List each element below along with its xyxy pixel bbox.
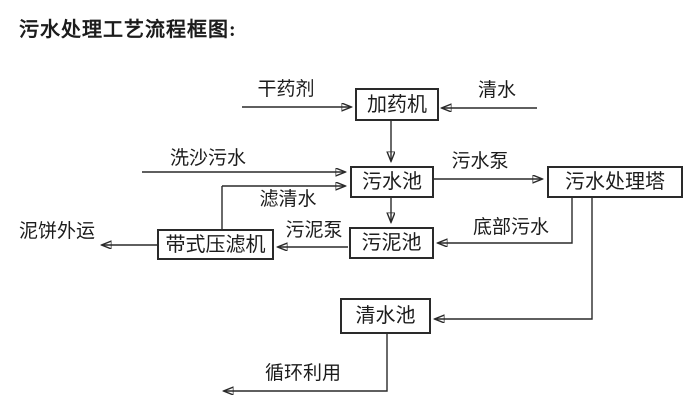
edge-label-mud-cake-out: 泥饼外运 — [18, 221, 96, 242]
edge-label-dry-agent: 干药剂 — [257, 79, 315, 100]
node-clean-pool: 清水池 — [340, 298, 431, 334]
edge-label-clean-water: 清水 — [477, 80, 517, 101]
node-sewage-pool-label: 污水池 — [362, 171, 422, 193]
page-title: 污水处理工艺流程框图: — [19, 19, 237, 41]
node-dosing-machine: 加药机 — [355, 88, 439, 121]
node-sludge-pool: 污泥池 — [349, 227, 434, 259]
node-dosing-machine-label: 加药机 — [367, 93, 427, 116]
node-sludge-pool-label: 污泥池 — [361, 232, 422, 254]
edge-label-bottom-sewage: 底部污水 — [472, 217, 550, 238]
node-sewage-pool: 污水池 — [350, 166, 434, 198]
edge-label-sludge-pump: 污泥泵 — [285, 220, 343, 241]
edge-label-sewage-pump: 污水泵 — [451, 151, 509, 172]
node-treatment-tower: 污水处理塔 — [547, 166, 683, 198]
edge-label-filtered-water: 滤清水 — [259, 189, 317, 210]
node-belt-press: 带式压滤机 — [157, 229, 274, 260]
edge-label-sand-wash-sewage: 洗沙污水 — [169, 148, 247, 169]
node-treatment-tower-label: 污水处理塔 — [565, 171, 665, 193]
edge-label-recycle-use: 循环利用 — [264, 363, 342, 384]
node-belt-press-label: 带式压滤机 — [165, 233, 266, 256]
node-clean-pool-label: 清水池 — [355, 305, 416, 327]
